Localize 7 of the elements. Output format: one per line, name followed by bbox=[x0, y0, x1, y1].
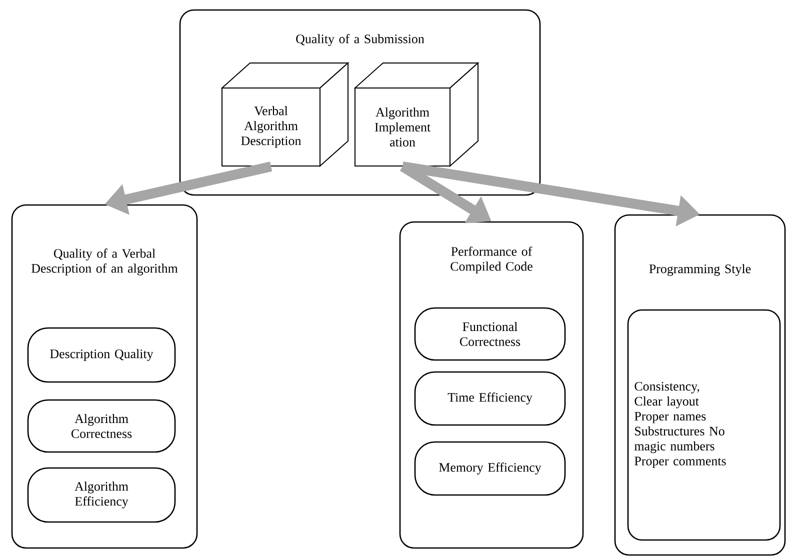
rounded-box: Time Efficiency bbox=[414, 371, 566, 426]
list-box: Consistency, Clear layout Proper names Substructures No magic numbers Proper comments bbox=[627, 309, 781, 541]
rounded-box: Description Quality bbox=[27, 327, 176, 383]
rounded-box: Memory Efficiency bbox=[414, 441, 566, 496]
rounded-box: Algorithm Correctness bbox=[27, 399, 176, 453]
rounded-box: Functional Correctness bbox=[414, 307, 566, 361]
rounded-box: Algorithm Efficiency bbox=[27, 467, 176, 523]
